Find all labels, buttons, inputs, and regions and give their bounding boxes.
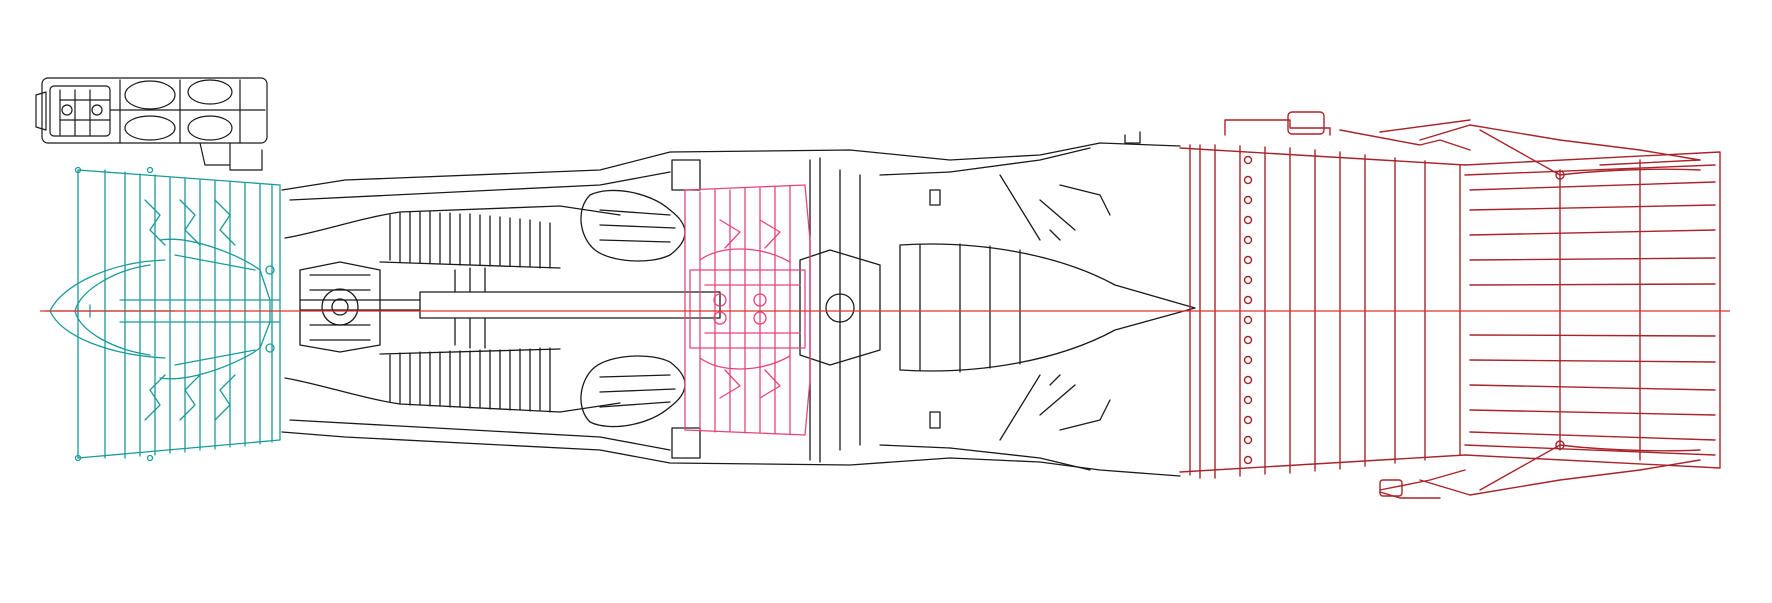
- fan-section: [44, 166, 281, 462]
- turbine-section: [684, 184, 811, 436]
- accessory-gearbox: [35, 77, 268, 171]
- afterburner-and-nozzle: [1179, 111, 1721, 499]
- flameholder-holes: [1243, 155, 1253, 465]
- core-casing-outline: [281, 131, 1196, 477]
